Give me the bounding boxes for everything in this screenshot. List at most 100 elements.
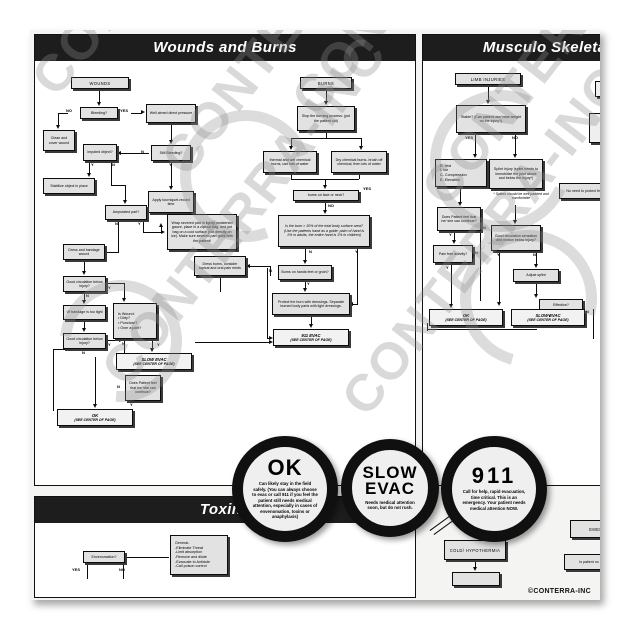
connector <box>89 161 91 174</box>
connector <box>488 85 490 101</box>
node-burns-hands-feet-groin[interactable]: Burns on hands feet or groin? <box>278 265 332 280</box>
circle-outcome-slow-evac[interactable]: SLOW EVAC Needs medical attention soon, … <box>341 439 439 537</box>
connector <box>460 187 462 203</box>
node-bleeding-question[interactable]: Bleeding? <box>80 107 118 119</box>
label-handsfeet-n: N <box>269 268 272 273</box>
arrow-down-icon <box>169 140 173 144</box>
node-cold-hypothermia[interactable]: COLD/ HYPOTHERMIA <box>444 540 506 560</box>
node-envenomation[interactable]: Envenomation? <box>83 551 125 563</box>
arrow-left-icon <box>123 554 127 559</box>
node-burns-start[interactable]: BURNS <box>300 77 352 89</box>
connector <box>361 138 363 147</box>
node-spine-header-partial[interactable] <box>595 81 600 97</box>
outcome-title: SLOW EVAC <box>535 312 561 318</box>
arrow-right-icon <box>141 110 145 114</box>
node-tourniquet[interactable]: Apply tourniquet-record time <box>148 191 194 213</box>
node-impaled-object[interactable]: Impaled object? <box>83 144 117 161</box>
connector <box>143 232 161 234</box>
node-patient-continue-musculo[interactable]: Does Patient feel that he/ she can conti… <box>437 207 481 231</box>
connector <box>125 185 127 201</box>
panel-title-wounds-burns: Wounds and Burns <box>35 35 415 61</box>
outcome-sub: (SEE CENTER OF PAGE) <box>527 317 569 322</box>
node-cold-next-partial[interactable] <box>452 572 500 586</box>
node-adjust-splint[interactable]: Adjust splint <box>513 269 559 282</box>
arrow-up-icon <box>159 223 163 227</box>
connector <box>359 173 361 179</box>
arrow-down-icon <box>534 264 538 268</box>
node-clean-cover-wound[interactable]: Clean and cover wound <box>43 130 75 151</box>
node-patient-continue-wounds[interactable]: Does Patient feel that he/ she can conti… <box>125 375 161 401</box>
connector <box>125 557 169 559</box>
node-no-spine-protection[interactable]: No need to protect the spine <box>559 183 600 199</box>
connector <box>106 340 120 342</box>
node-is-wound-checklist[interactable]: Is Wound: • Dirty? • Puncture? • Over a … <box>113 303 157 339</box>
connector <box>111 161 113 185</box>
node-burn-ten-percent[interactable]: Is the burn > 10% of the total body surf… <box>278 215 370 247</box>
arrow-down-icon <box>534 294 538 298</box>
node-stop-burning[interactable]: Stop the burning process: (put the patie… <box>297 106 355 131</box>
node-toxins-general-list[interactable]: General- -Eliminate Threat -Limit absorp… <box>170 535 228 575</box>
panel-body-cold: COLD/ HYPOTHERMIA EMER Is patient no but… <box>422 496 600 598</box>
connector <box>326 131 328 138</box>
connector <box>152 339 154 349</box>
node-rice-protocol[interactable]: R- rest I- Ice C- Compression E- Elevati… <box>435 159 487 187</box>
connector <box>451 263 453 305</box>
node-protect-burn[interactable]: Protect the burn with dressings. Separat… <box>272 293 350 315</box>
connector <box>123 563 125 579</box>
connector <box>118 220 120 252</box>
node-good-circulation-2[interactable]: Good circulation below injury? <box>63 333 106 349</box>
outcome-ok-musculo[interactable]: OK (SEE CENTER OF PAGE) <box>429 309 503 326</box>
arrow-left-icon <box>117 150 121 155</box>
arrow-down-icon <box>513 220 517 224</box>
panel-body-wounds-burns: WOUNDS Bleeding? NO YES Clean and cover … <box>35 61 415 485</box>
arrow-right-icon <box>119 337 123 342</box>
node-emergency-partial[interactable]: EMER <box>570 520 600 538</box>
label-mcontinue-y: Y <box>449 232 452 237</box>
arrow-left-icon <box>103 249 107 254</box>
circle-slow-title-2: EVAC <box>365 479 415 499</box>
circle-outcome-911[interactable]: 911 Call for help, rapid evacuation, tim… <box>441 436 547 542</box>
node-dress-bandage[interactable]: Dress and bandage wound <box>63 244 105 260</box>
label-circ1-y: Y <box>108 285 111 290</box>
arrow-down-icon <box>486 100 490 104</box>
node-wrap-severed-part[interactable]: Wrap severed part in lightly moistened g… <box>167 214 237 250</box>
connector <box>58 112 68 114</box>
node-circulation-sensation-motion[interactable]: Good circulation sensation and motion be… <box>491 225 541 251</box>
outcome-slow-evac-musculo[interactable]: SLOW EVAC (SEE CENTER OF PAGE) <box>511 309 585 326</box>
arrow-down-icon <box>87 173 91 177</box>
arrow-down-icon <box>169 186 173 190</box>
node-dry-chemical[interactable]: Dry chemical burns- brush off chemical, … <box>331 151 387 173</box>
node-cold-question-partial[interactable]: Is patient no but? <box>564 554 600 570</box>
node-pain-free-activity[interactable]: Pain free activity? <box>433 245 473 263</box>
connector <box>454 231 456 241</box>
node-spine-partial[interactable] <box>589 113 600 143</box>
node-loosen-bandage[interactable]: √If bandage is too tight <box>63 305 106 320</box>
node-still-bleeding[interactable]: Still Bleeding? <box>151 145 191 161</box>
node-good-circulation-1[interactable]: Good circulation below injury? <box>63 276 106 292</box>
outcome-slow-evac-wounds[interactable]: SLOW EVAC (SEE CENTER OF PAGE) <box>116 353 192 370</box>
label-effective-y: Y <box>548 313 551 318</box>
node-wounds-start[interactable]: WOUNDS <box>71 77 129 89</box>
outcome-911-evac-burns[interactable]: 911 EVAC (SEE CENTER OF PAGE) <box>273 329 349 346</box>
poster-canvas: Wounds and Burns WOUNDS Bleeding? NO YES… <box>30 30 600 600</box>
node-limb-injuries-start[interactable]: LIMB INJURIES <box>455 73 521 85</box>
node-dress-burns[interactable]: Dress burns, consider topical and oral p… <box>194 256 246 276</box>
node-thermal-wet-chemical[interactable]: thermal and wet chemical burns, use lots… <box>263 151 317 173</box>
label-circ1-n: N <box>86 293 89 298</box>
circle-ok-title: OK <box>267 455 303 481</box>
outcome-title: 911 EVAC <box>301 332 321 338</box>
node-stable-question[interactable]: Stable? (Can patient use/ bear weight on… <box>456 105 526 133</box>
node-amputated-part[interactable]: Amputated part? <box>105 205 147 220</box>
circle-slow-body: Needs medical attention soon, but do not… <box>365 499 415 511</box>
node-direct-pressure[interactable]: Well aimed direct pressure <box>146 104 196 123</box>
circle-outcome-ok[interactable]: OK Can likely stay in the field safely. … <box>232 436 338 542</box>
node-burns-face-neck[interactable]: burns on face or neck? <box>293 190 359 201</box>
node-stabilize-object[interactable]: Stabilize object in place <box>43 178 95 194</box>
circle-ok-body: Can likely stay in the field safely. (Yo… <box>252 480 318 520</box>
node-splint-injury[interactable]: Splint Injury (splint needs to immobiliz… <box>489 159 543 189</box>
connector <box>515 205 517 221</box>
outcome-ok-wounds[interactable]: OK (SEE CENTER OF PAGE) <box>57 409 133 426</box>
arrow-down-icon <box>123 200 127 204</box>
arrow-down-icon <box>323 185 327 189</box>
connector <box>124 339 126 353</box>
